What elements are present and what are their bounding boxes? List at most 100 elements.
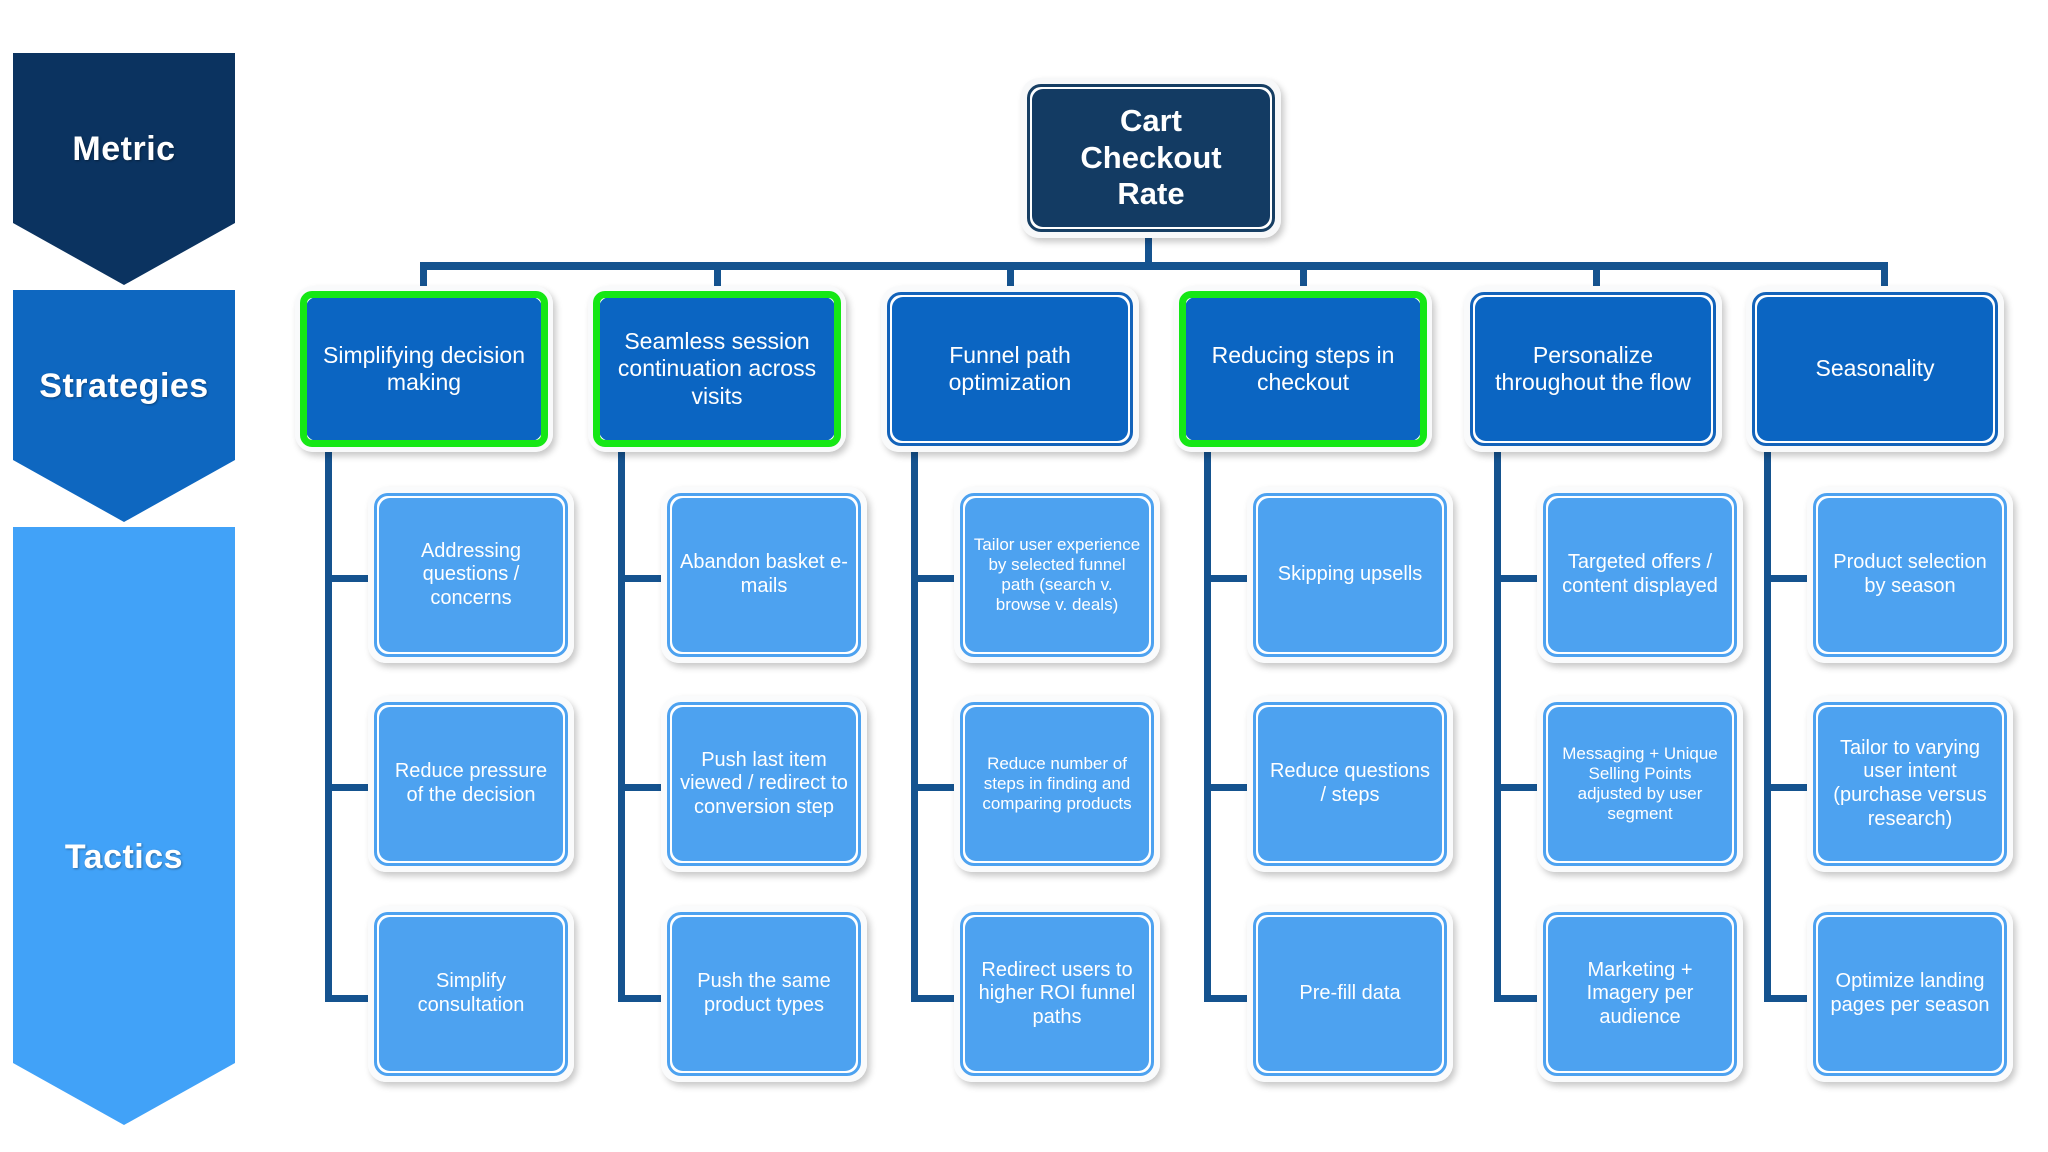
tactic-node-6-2-label: Tailor to varying user intent (purchase … bbox=[1833, 736, 1987, 830]
connector-bus-to-col-3 bbox=[1007, 262, 1014, 308]
strategy-node-3[interactable]: Funnel path optimization bbox=[881, 286, 1139, 452]
connector-root-down bbox=[1145, 230, 1152, 266]
tactic-node-5-2-label: Messaging + Unique Selling Points adjust… bbox=[1562, 743, 1718, 824]
metric-label-line-2: Checkout bbox=[1080, 139, 1222, 175]
connector-strategy-bus bbox=[420, 262, 1888, 270]
tactic-node-1-1[interactable]: Addressing questions / concerns bbox=[368, 487, 574, 663]
tactic-node-4-1[interactable]: Skipping upsells bbox=[1247, 487, 1453, 663]
tactic-node-3-3-face: Redirect users to higher ROI funnel path… bbox=[965, 917, 1149, 1071]
tactic-node-6-1[interactable]: Product selection by season bbox=[1807, 487, 2013, 663]
tactic-node-3-3[interactable]: Redirect users to higher ROI funnel path… bbox=[954, 906, 1160, 1082]
spine-col-4 bbox=[1204, 452, 1211, 1002]
metric-label-line-1: Cart bbox=[1119, 103, 1182, 139]
tactic-node-4-1-label: Skipping upsells bbox=[1277, 563, 1423, 586]
strategy-node-4-label: Reducing steps in checkout bbox=[1211, 341, 1395, 395]
tactic-node-1-2-label: Reduce pressure of the decision bbox=[394, 760, 548, 806]
stub-col-1-tactic-2 bbox=[325, 784, 370, 791]
connector-bus-to-col-1 bbox=[420, 262, 427, 308]
strategy-node-3-label: Funnel path optimization bbox=[948, 341, 1072, 395]
strategy-node-6-label: Seasonality bbox=[1815, 355, 1935, 382]
tactic-node-3-1-label: Tailor user experience by selected funne… bbox=[973, 534, 1141, 615]
strategy-node-4[interactable]: Reducing steps in checkout bbox=[1174, 286, 1432, 452]
connector-bus-to-col-4 bbox=[1300, 262, 1307, 308]
strategy-node-5[interactable]: Personalize throughout the flow bbox=[1464, 286, 1722, 452]
spine-col-5 bbox=[1494, 452, 1501, 1002]
tactic-node-1-2[interactable]: Reduce pressure of the decision bbox=[368, 696, 574, 872]
strategy-node-1-label: Simplifying decision making bbox=[323, 341, 525, 395]
tactic-node-1-1-face: Addressing questions / concerns bbox=[379, 498, 563, 652]
tactic-node-4-2-face: Reduce questions / steps bbox=[1258, 707, 1442, 861]
connector-bus-to-col-2 bbox=[714, 262, 721, 308]
strategy-node-2-label: Seamless session continuation across vis… bbox=[617, 328, 817, 409]
tactic-node-6-1-label: Product selection by season bbox=[1833, 551, 1987, 597]
rail-level-strategies: Strategies bbox=[13, 290, 235, 522]
stub-col-5-tactic-2 bbox=[1494, 784, 1539, 791]
spine-col-3 bbox=[911, 452, 918, 1002]
strategy-node-2[interactable]: Seamless session continuation across vis… bbox=[588, 286, 846, 452]
tactic-node-3-2[interactable]: Reduce number of steps in finding and co… bbox=[954, 696, 1160, 872]
tactic-node-5-3[interactable]: Marketing + Imagery per audience bbox=[1537, 906, 1743, 1082]
strategy-node-1[interactable]: Simplifying decision making bbox=[295, 286, 553, 452]
tactic-node-5-2-face: Messaging + Unique Selling Points adjust… bbox=[1548, 707, 1732, 861]
rail-label-metric: Metric bbox=[72, 129, 176, 168]
stub-col-6-tactic-3 bbox=[1764, 995, 1809, 1002]
tactic-node-4-2[interactable]: Reduce questions / steps bbox=[1247, 696, 1453, 872]
tactic-node-5-2[interactable]: Messaging + Unique Selling Points adjust… bbox=[1537, 696, 1743, 872]
stub-col-3-tactic-1 bbox=[911, 575, 956, 582]
tactic-node-6-3-face: Optimize landing pages per season bbox=[1818, 917, 2002, 1071]
tactic-node-3-1[interactable]: Tailor user experience by selected funne… bbox=[954, 487, 1160, 663]
tactic-node-2-3[interactable]: Push the same product types bbox=[661, 906, 867, 1082]
stub-col-2-tactic-3 bbox=[618, 995, 663, 1002]
stub-col-1-tactic-1 bbox=[325, 575, 370, 582]
tactic-node-1-3-label: Simplify consultation bbox=[417, 970, 525, 1016]
tactic-node-5-3-face: Marketing + Imagery per audience bbox=[1548, 917, 1732, 1071]
tactic-node-6-2[interactable]: Tailor to varying user intent (purchase … bbox=[1807, 696, 2013, 872]
tactic-node-2-2[interactable]: Push last item viewed / redirect to conv… bbox=[661, 696, 867, 872]
strategy-node-3-face: Funnel path optimization bbox=[892, 297, 1128, 441]
tactic-node-1-3[interactable]: Simplify consultation bbox=[368, 906, 574, 1082]
stub-col-3-tactic-2 bbox=[911, 784, 956, 791]
tactic-node-2-2-label: Push last item viewed / redirect to conv… bbox=[680, 748, 848, 818]
metric-label-line-3: Rate bbox=[1117, 176, 1185, 212]
strategy-node-5-label: Personalize throughout the flow bbox=[1495, 341, 1691, 395]
tactic-node-2-1[interactable]: Abandon basket e-mails bbox=[661, 487, 867, 663]
tactic-node-1-3-face: Simplify consultation bbox=[379, 917, 563, 1071]
stub-col-4-tactic-1 bbox=[1204, 575, 1249, 582]
tactic-node-6-2-face: Tailor to varying user intent (purchase … bbox=[1818, 707, 2002, 861]
tactic-node-3-2-face: Reduce number of steps in finding and co… bbox=[965, 707, 1149, 861]
spine-col-6 bbox=[1764, 452, 1771, 1002]
tactic-node-3-3-label: Redirect users to higher ROI funnel path… bbox=[978, 958, 1136, 1028]
tactic-node-5-1[interactable]: Targeted offers / content displayed bbox=[1537, 487, 1743, 663]
connector-bus-to-col-6 bbox=[1881, 262, 1888, 308]
spine-col-2 bbox=[618, 452, 625, 1002]
tactic-node-5-1-label: Targeted offers / content displayed bbox=[1562, 551, 1718, 597]
tactic-node-2-3-face: Push the same product types bbox=[672, 917, 856, 1071]
tactic-node-3-2-label: Reduce number of steps in finding and co… bbox=[982, 753, 1132, 814]
stub-col-2-tactic-2 bbox=[618, 784, 663, 791]
tactic-node-6-3-label: Optimize landing pages per season bbox=[1830, 970, 1990, 1016]
tactic-node-2-1-label: Abandon basket e-mails bbox=[680, 551, 848, 597]
rail-level-metric: Metric bbox=[13, 53, 235, 285]
rail-label-strategies: Strategies bbox=[39, 366, 209, 405]
stub-col-5-tactic-1 bbox=[1494, 575, 1539, 582]
strategy-node-4-face: Reducing steps in checkout bbox=[1185, 297, 1421, 441]
tactic-node-1-2-face: Reduce pressure of the decision bbox=[379, 707, 563, 861]
tactic-node-2-1-face: Abandon basket e-mails bbox=[672, 498, 856, 652]
metric-node-face: Cart Checkout Rate bbox=[1032, 89, 1270, 227]
tactic-node-6-3[interactable]: Optimize landing pages per season bbox=[1807, 906, 2013, 1082]
tactic-node-4-2-label: Reduce questions / steps bbox=[1269, 760, 1431, 806]
stub-col-3-tactic-3 bbox=[911, 995, 956, 1002]
tactic-node-4-3-face: Pre-fill data bbox=[1258, 917, 1442, 1071]
stub-col-5-tactic-3 bbox=[1494, 995, 1539, 1002]
tactic-node-4-3[interactable]: Pre-fill data bbox=[1247, 906, 1453, 1082]
strategy-node-1-face: Simplifying decision making bbox=[306, 297, 542, 441]
metric-node[interactable]: Cart Checkout Rate bbox=[1021, 78, 1281, 238]
strategy-node-2-face: Seamless session continuation across vis… bbox=[599, 297, 835, 441]
strategy-node-6[interactable]: Seasonality bbox=[1746, 286, 2004, 452]
connector-bus-to-col-5 bbox=[1593, 262, 1600, 308]
strategy-node-6-face: Seasonality bbox=[1757, 297, 1993, 441]
tactic-node-2-3-label: Push the same product types bbox=[697, 970, 831, 1016]
rail-label-tactics: Tactics bbox=[64, 837, 184, 876]
tactic-node-3-1-face: Tailor user experience by selected funne… bbox=[965, 498, 1149, 652]
